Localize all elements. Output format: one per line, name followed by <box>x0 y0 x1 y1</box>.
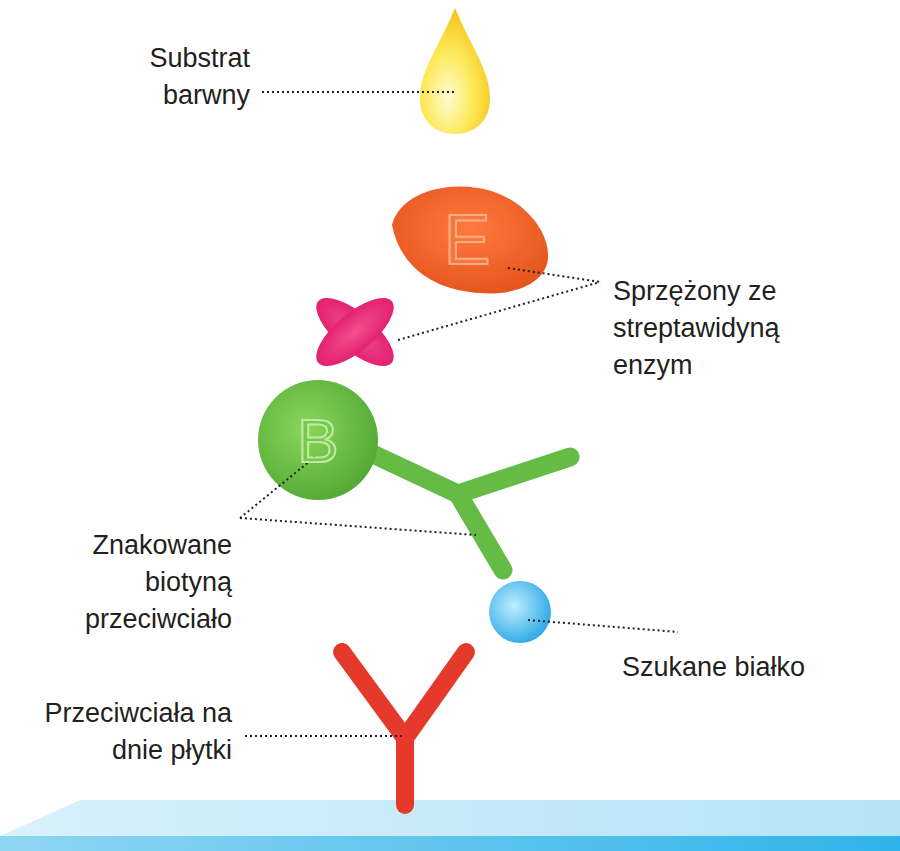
enzyme <box>392 187 548 294</box>
plate-front <box>0 836 900 851</box>
target-protein <box>489 581 551 643</box>
callout-label: Znakowane biotyną przeciwciało <box>22 527 232 638</box>
detection-antibody <box>360 448 570 570</box>
streptavidin <box>306 287 404 378</box>
callout-label: Sprzężony ze streptawidyną enzym <box>613 273 853 384</box>
callout-label: Substrat barwny <box>90 40 250 114</box>
substrate-drop <box>420 8 490 134</box>
callout-label: Przeciwciała na dnie płytki <box>42 695 232 769</box>
plate-top <box>0 800 900 836</box>
enzyme-letter: E <box>432 205 502 275</box>
capture-antibody <box>342 652 466 805</box>
callout-label: Szukane białko <box>622 649 882 686</box>
biotin-letter: B <box>288 410 348 472</box>
biotin-ball <box>258 380 378 500</box>
leader-lines <box>240 92 678 736</box>
